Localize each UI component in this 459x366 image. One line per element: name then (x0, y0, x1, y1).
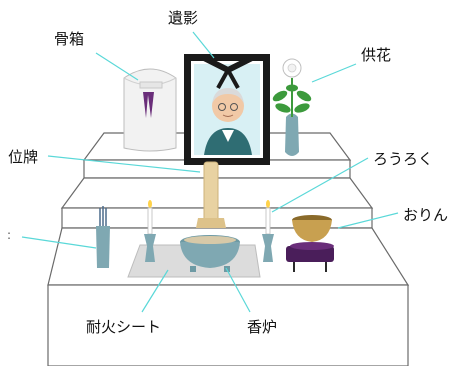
label-kotsubako: 骨箱 (54, 30, 85, 48)
label-kouro: 香炉 (247, 318, 278, 336)
label-taika-sheet: 耐火シート (86, 318, 162, 336)
candle-right (262, 200, 274, 262)
label-iei: 遺影 (168, 9, 199, 27)
label-orin: おりん (403, 206, 449, 224)
incense-burner (180, 235, 240, 272)
urn-tassel (143, 92, 154, 118)
orin-bell (286, 215, 334, 272)
memorial-portrait (184, 54, 270, 165)
label-left-cut: : (7, 228, 12, 242)
candle-left (144, 200, 156, 262)
label-kyouka: 供花 (361, 46, 392, 64)
flower-vase (272, 58, 312, 156)
incense-holder (96, 206, 110, 268)
bottom-tier-front (47, 284, 409, 366)
urn-box (123, 68, 177, 152)
memorial-tablet (196, 161, 226, 228)
leader-lines (21, 31, 399, 313)
label-rousoku: ろうろく (373, 150, 434, 168)
label-ihai: 位牌 (8, 148, 39, 166)
